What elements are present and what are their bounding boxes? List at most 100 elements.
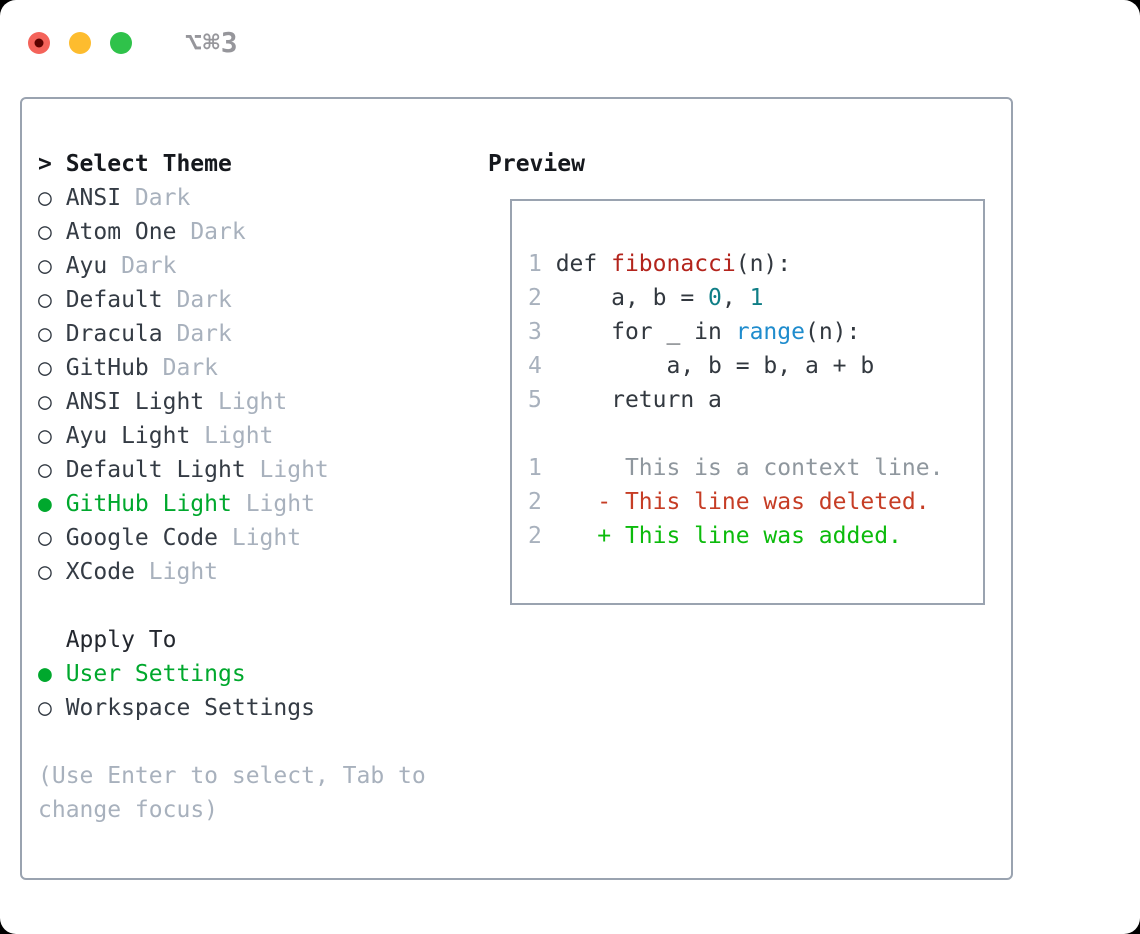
code-blank-line	[528, 417, 967, 451]
zoom-button[interactable]	[110, 31, 132, 54]
theme-variant-label: Dark	[134, 185, 191, 211]
code-segment-num: 2	[528, 523, 542, 549]
theme-option-label: Atom One	[65, 219, 177, 245]
code-segment-num: 1	[528, 455, 542, 481]
theme-variant-label: Light	[231, 525, 302, 551]
apply-option-label: Workspace Settings	[65, 695, 315, 721]
theme-option-label: GitHub Light	[65, 491, 232, 517]
code-segment-num: 1	[528, 251, 542, 277]
code-segment-builtin: range	[735, 319, 805, 345]
code-segment-num: 4	[528, 353, 542, 379]
code-segment-num: 5	[528, 387, 542, 413]
theme-option-label: Default	[65, 287, 163, 313]
titlebar: ⌥⌘3	[28, 26, 239, 59]
theme-option-ayu-light[interactable]: ○ Ayu Light Light	[38, 419, 488, 453]
theme-option-label: GitHub	[65, 355, 149, 381]
code-line: 3 for _ in range(n):	[528, 315, 967, 349]
theme-option-label: ANSI Light	[65, 389, 205, 415]
radio-unselected-icon: ○	[38, 287, 52, 313]
theme-option-label: Dracula	[65, 321, 163, 347]
theme-option-label: XCode	[65, 559, 135, 585]
code-segment-code: ,	[721, 285, 750, 311]
radio-unselected-icon: ○	[38, 219, 52, 245]
close-button[interactable]	[28, 31, 50, 54]
theme-option-ansi-light[interactable]: ○ ANSI Light Light	[38, 385, 488, 419]
theme-variant-label: Dark	[176, 321, 232, 347]
code-segment-add: + This line was added.	[541, 523, 902, 549]
code-segment-num: 3	[528, 319, 542, 345]
apply-to-title: Apply To	[65, 627, 177, 653]
theme-variant-label: Light	[245, 491, 315, 517]
prompt-icon: >	[38, 151, 52, 177]
code-segment-const: 0	[708, 285, 722, 311]
code-line: 2 a, b = 0, 1	[528, 281, 967, 315]
select-theme-title: Select Theme	[65, 151, 232, 177]
theme-option-dracula[interactable]: ○ Dracula Dark	[38, 317, 488, 351]
code-segment-code: (n):	[804, 319, 861, 345]
theme-option-label: ANSI	[65, 185, 122, 211]
code-segment-code: a, b =	[541, 285, 709, 311]
theme-option-atom-one[interactable]: ○ Atom One Dark	[38, 215, 488, 249]
theme-option-ansi[interactable]: ○ ANSI Dark	[38, 181, 488, 215]
theme-variant-label: Dark	[162, 355, 219, 381]
apply-option-user-settings[interactable]: ● User Settings	[38, 657, 488, 691]
theme-option-google-code[interactable]: ○ Google Code Light	[38, 521, 488, 555]
code-segment-del: - This line was deleted.	[541, 489, 930, 515]
theme-variant-label: Light	[204, 423, 274, 449]
minimize-button[interactable]	[69, 31, 91, 54]
radio-unselected-icon: ○	[38, 355, 52, 381]
theme-option-github[interactable]: ○ GitHub Dark	[38, 351, 488, 385]
apply-option-label: User Settings	[65, 661, 246, 687]
theme-option-ayu[interactable]: ○ Ayu Dark	[38, 249, 488, 283]
theme-option-xcode[interactable]: ○ XCode Light	[38, 555, 488, 589]
code-segment-code: (n):	[735, 251, 792, 277]
theme-variant-label: Dark	[121, 253, 177, 279]
radio-selected-icon: ●	[38, 661, 52, 687]
theme-variant-label: Light	[148, 559, 219, 585]
theme-option-github-light[interactable]: ● GitHub Light Light	[38, 487, 488, 521]
theme-option-default[interactable]: ○ Default Dark	[38, 283, 488, 317]
radio-unselected-icon: ○	[38, 559, 52, 585]
window-shortcut-label: ⌥⌘3	[185, 26, 239, 59]
code-segment-const: 1	[749, 285, 764, 311]
code-segment-code: def	[541, 251, 612, 277]
apply-to-list: ● User Settings ○ Workspace Settings	[38, 657, 488, 725]
radio-unselected-icon: ○	[38, 457, 52, 483]
code-line: 1 def fibonacci(n):	[528, 247, 967, 281]
apply-option-workspace-settings[interactable]: ○ Workspace Settings	[38, 691, 488, 725]
theme-option-label: Ayu Light	[65, 423, 191, 449]
radio-unselected-icon: ○	[38, 185, 52, 211]
theme-variant-label: Light	[218, 389, 288, 415]
radio-unselected-icon: ○	[38, 389, 52, 415]
radio-selected-icon: ●	[38, 491, 52, 517]
code-segment-code: return a	[541, 387, 722, 413]
theme-option-label: Google Code	[65, 525, 219, 551]
radio-unselected-icon: ○	[38, 525, 52, 551]
radio-unselected-icon: ○	[38, 695, 52, 721]
hint-text: (Use Enter to select, Tab to change focu…	[38, 763, 426, 823]
code-segment-func: fibonacci	[611, 251, 736, 277]
theme-variant-label: Light	[259, 457, 329, 483]
code-line: 1 This is a context line.	[528, 451, 967, 485]
code-segment-num: 2	[528, 285, 542, 311]
code-segment-ctx: This is a context line.	[541, 455, 944, 481]
radio-unselected-icon: ○	[38, 423, 52, 449]
preview-title: Preview	[488, 151, 585, 177]
theme-variant-label: Dark	[176, 287, 232, 313]
radio-unselected-icon: ○	[38, 321, 52, 347]
code-line: 2 - This line was deleted.	[528, 485, 967, 519]
code-segment-code: for _ in	[541, 319, 736, 345]
radio-unselected-icon: ○	[38, 253, 52, 279]
code-segment-code: a, b = b, a + b	[541, 353, 875, 379]
apply-to-heading-row: Apply To	[38, 623, 488, 657]
theme-variant-label: Dark	[190, 219, 246, 245]
preview-pane: Preview 1 def fibonacci(n):2 a, b = 0, 1…	[488, 147, 985, 878]
select-theme-heading-row: > Select Theme	[38, 147, 488, 181]
theme-option-label: Ayu	[65, 253, 108, 279]
